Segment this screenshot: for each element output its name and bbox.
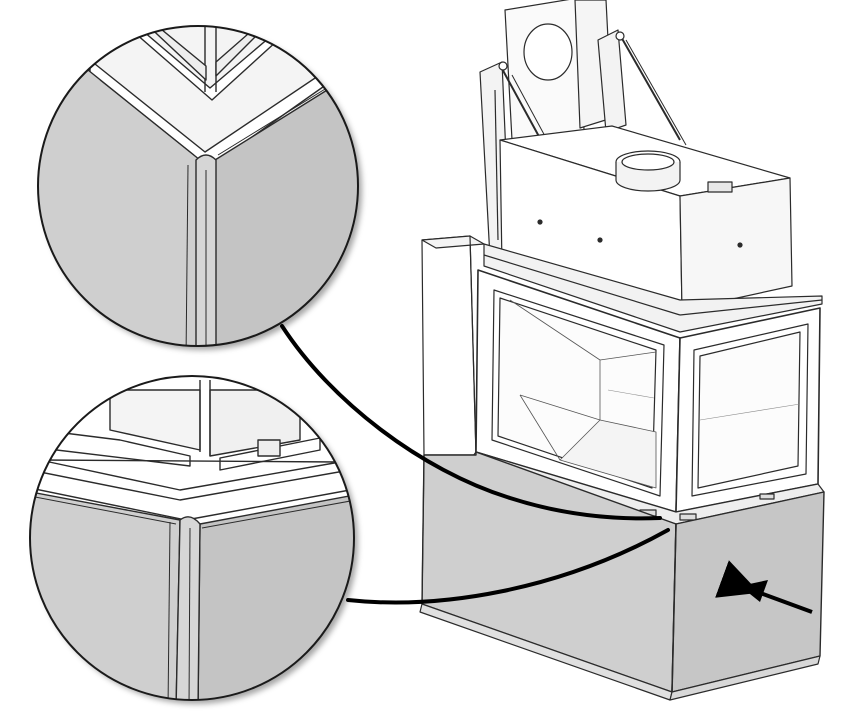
leader-curve-icon	[280, 324, 662, 521]
arrow-head	[740, 580, 768, 602]
convection-hood	[499, 125, 793, 311]
frame-rail	[483, 243, 823, 333]
upper-side-cladding	[421, 235, 485, 456]
firebox-front	[475, 269, 681, 513]
leader-curve-icon	[346, 528, 670, 605]
detail-top-content	[38, 26, 358, 346]
top-frame	[479, 0, 687, 291]
detail-top-border	[37, 25, 359, 347]
firebox-side	[675, 307, 821, 513]
detail-bottom-content	[30, 376, 354, 700]
detail-bottom-border	[29, 375, 355, 701]
main-assembly-view	[419, 0, 825, 701]
